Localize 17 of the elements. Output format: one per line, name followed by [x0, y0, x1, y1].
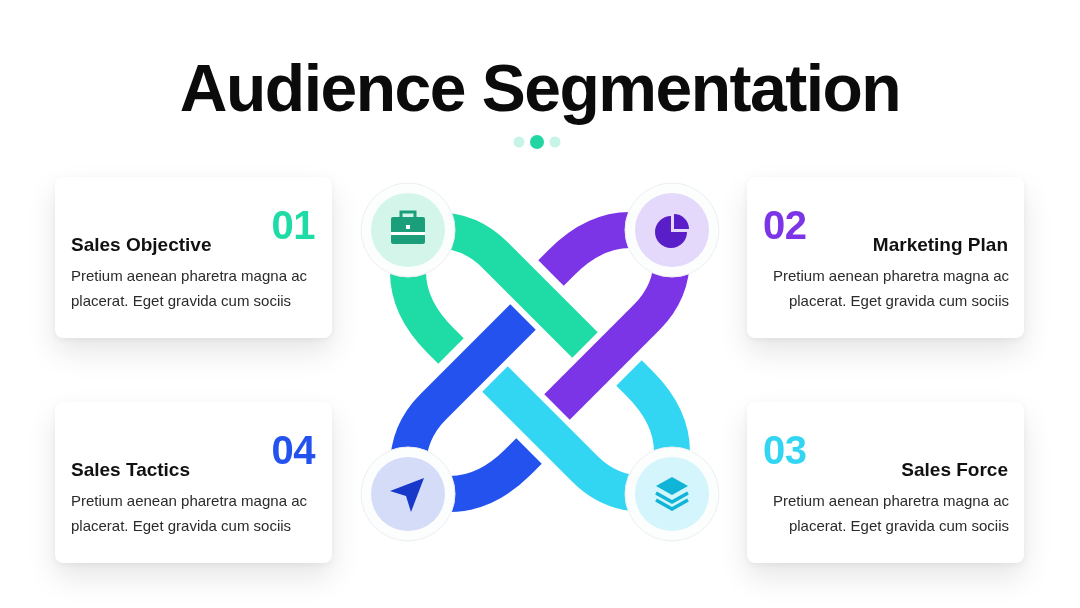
slide-title: Audience Segmentation: [179, 52, 901, 124]
step-number: 01: [271, 205, 315, 245]
card-heading: Marketing Plan: [872, 233, 1008, 257]
card-description: Pretium aenean pharetra magna ac placerat. Eget gravida cum sociis: [71, 266, 308, 311]
card-description: Pretium aenean pharetra magna ac placerat. Eget gravida cum sociis: [772, 266, 1009, 311]
segment-card: [55, 177, 332, 338]
step-number: 03: [763, 430, 807, 470]
card-description: Pretium aenean pharetra magna ac placerat. Eget gravida cum sociis: [71, 491, 308, 536]
card-heading: Sales Tactics: [71, 458, 190, 482]
step-number: 02: [763, 205, 807, 245]
segment-card: [55, 402, 332, 563]
segment-card: [747, 177, 1024, 338]
card-description: Pretium aenean pharetra magna ac placerat. Eget gravida cum sociis: [772, 491, 1009, 536]
card-heading: Sales Force: [901, 458, 1008, 482]
card-heading: Sales Objective: [71, 233, 212, 257]
step-number: 04: [271, 430, 315, 470]
segment-card: [747, 402, 1024, 563]
